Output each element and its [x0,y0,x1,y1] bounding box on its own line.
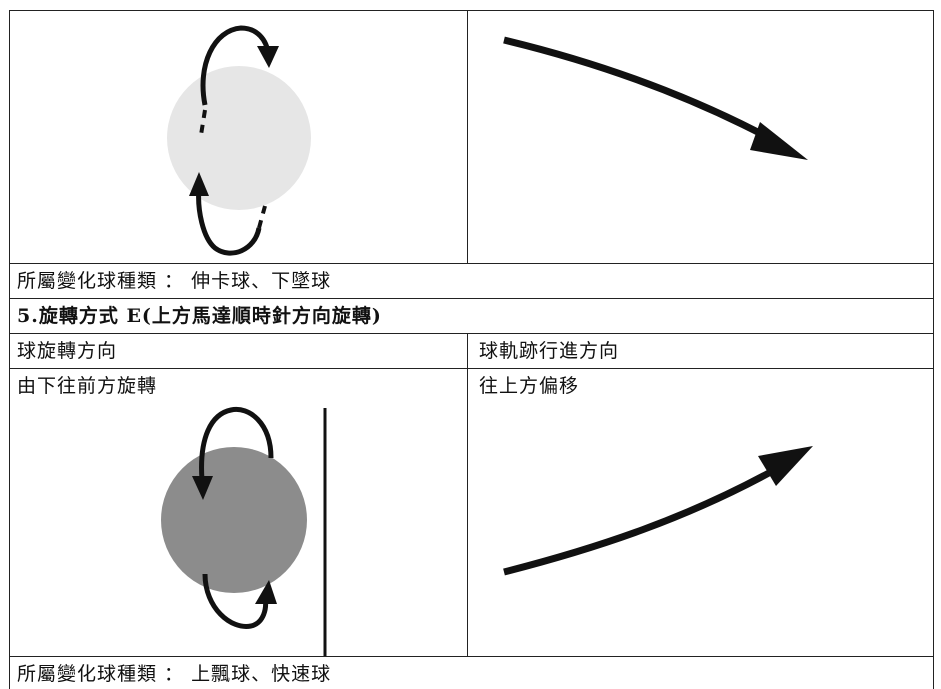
trajectory-diagram-e [503,446,813,576]
spin-diagram-e [161,406,327,656]
trajectory-description: 往上方偏移 [479,375,580,397]
col-header-rotation: 球旋轉方向 [17,340,118,362]
rotation-description: 由下往前方旋轉 [17,375,158,397]
section-heading: 5.旋轉方式 E(上方馬達順時針方向旋轉) [17,305,382,327]
col-header-trajectory: 球軌跡行進方向 [479,340,620,362]
category-label-e: 所屬變化球種類 ： 上飄球、快速球 [17,663,332,685]
trajectory-diagram-a [503,36,808,160]
spin-diagram-a [167,25,311,256]
ball-e [161,447,307,593]
spin-table: 所屬變化球種類 ： 伸卡球、下墜球 5.旋轉方式 E(上方馬達順時針方向旋轉) … [9,10,934,689]
category-label-a: 所屬變化球種類 ： 伸卡球、下墜球 [17,270,332,292]
ball-a [167,66,311,210]
